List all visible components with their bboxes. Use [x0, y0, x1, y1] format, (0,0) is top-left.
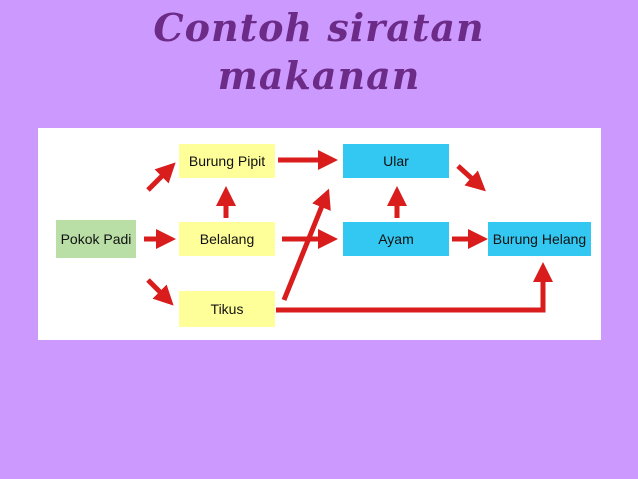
arrow-tikus-to-ular: [281, 188, 331, 301]
node-burung-pipit: Burung Pipit: [179, 144, 275, 178]
arrow-padi-to-tikus: [146, 278, 174, 306]
node-burung-helang: Burung Helang: [488, 222, 591, 256]
title-line-2: makanan: [217, 53, 421, 98]
node-ular: Ular: [343, 144, 449, 178]
arrow-ular-to-helang: [456, 164, 486, 192]
food-web-arrows: [144, 150, 553, 313]
title-line-1: Contoh siratan: [153, 5, 485, 50]
food-web-diagram: Pokok Padi Burung Pipit Belalang Tikus U…: [38, 128, 601, 340]
node-pokok-padi: Pokok Padi: [56, 220, 136, 258]
arrow-padi-to-pipit: [146, 162, 176, 192]
node-tikus: Tikus: [179, 291, 275, 327]
page-title: Contoh siratan makanan: [0, 4, 638, 100]
node-belalang: Belalang: [179, 222, 275, 256]
node-ayam: Ayam: [343, 222, 449, 256]
arrow-tikus-to-helang: [276, 262, 553, 313]
